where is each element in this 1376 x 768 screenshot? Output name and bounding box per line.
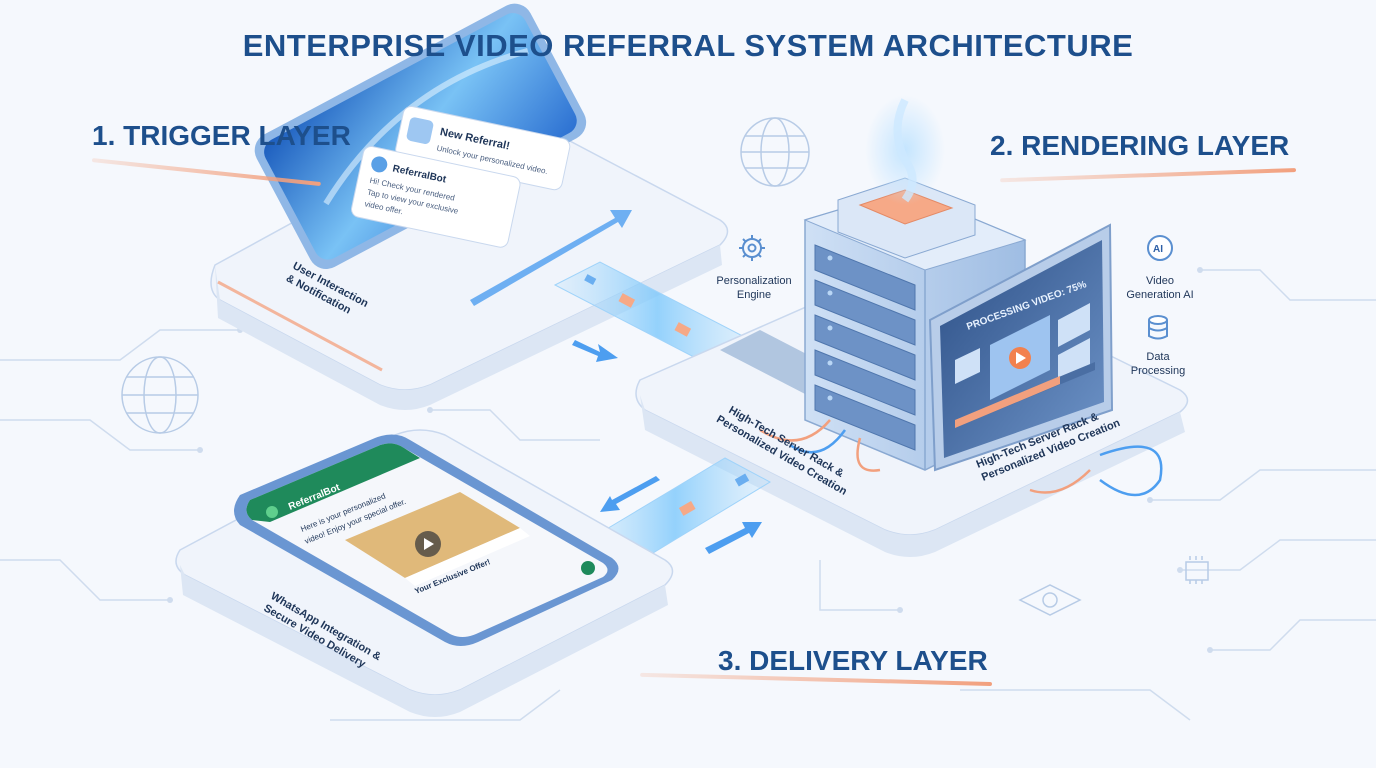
notification-card-2: ReferralBot Hi! Check your rendered Tap … [351, 145, 521, 248]
processing-monitor: PROCESSING VIDEO: 75% [928, 223, 1114, 472]
flow-arrow [470, 210, 632, 362]
chip-icon [1185, 556, 1209, 584]
circuit-nodes [167, 267, 1213, 653]
delivery-phone: ReferralBot Here is your personalized vi… [234, 434, 619, 646]
globe-icon [740, 117, 810, 187]
notification-card-1: New Referral! Unlock your personalized v… [395, 105, 571, 191]
delivery-layer-label: 3. DELIVERY LAYER [718, 645, 988, 676]
feature-label-line: Processing [1131, 365, 1185, 377]
flow-arrow [600, 476, 762, 554]
svg-text:AI: AI [1153, 244, 1163, 255]
feature-label-line: Personalization [716, 275, 791, 287]
globe-icon [121, 356, 199, 434]
server-cables [759, 419, 1163, 497]
database-icon [1148, 315, 1168, 340]
gear-icon [739, 235, 765, 261]
circuit-lines [0, 269, 1376, 721]
rendering-layer-label: 2. RENDERING LAYER [990, 130, 1290, 161]
feature-label-line: Engine [737, 289, 771, 301]
feature-label-line: Generation AI [1126, 289, 1193, 301]
feature-label-line: Video [1146, 275, 1174, 287]
trigger-layer-label: 1. TRIGGER LAYER [92, 120, 351, 151]
page-title: ENTERPRISE VIDEO REFERRAL SYSTEM ARCHITE… [242, 28, 1134, 63]
feature-label-line: Data [1146, 351, 1170, 363]
ai-icon: AI [1147, 235, 1173, 261]
power-icon [1018, 584, 1082, 616]
